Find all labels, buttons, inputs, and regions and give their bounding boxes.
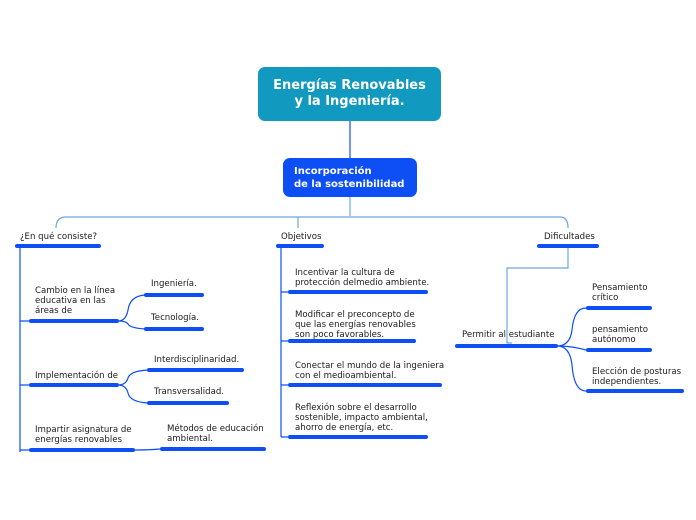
- branch-right-underline: [537, 244, 599, 248]
- left-item-1-child-1-underline: [144, 293, 204, 297]
- left-item-3-child-1-underline: [160, 447, 266, 451]
- root-topic-title: Energías Renovables y la Ingeniería.: [273, 78, 426, 109]
- left-item-1-child-2[interactable]: Tecnología.: [151, 313, 199, 323]
- branch-center-label[interactable]: Objetivos: [281, 232, 322, 242]
- connector-right-children: [556, 307, 587, 392]
- center-item-1[interactable]: Incentivar la cultura de protección delm…: [295, 268, 430, 288]
- right-grandchild-3[interactable]: Elección de posturas independientes.: [592, 367, 682, 387]
- branch-left-underline: [15, 244, 101, 248]
- connector-item3-children: [133, 448, 161, 451]
- left-item-3-label[interactable]: Impartir asignatura de energías renovabl…: [35, 425, 132, 445]
- center-item-2[interactable]: Modificar el preconcepto de que las ener…: [295, 310, 416, 340]
- left-item-2-child-2-underline: [147, 401, 229, 405]
- center-item-2-underline: [288, 339, 416, 343]
- connector-right-down: [506, 245, 569, 344]
- right-grandchild-3-underline: [586, 389, 684, 393]
- center-item-4[interactable]: Reflexión sobre el desarrollo sostenible…: [295, 403, 428, 433]
- connector-main-branches: [55, 197, 569, 229]
- center-item-4-underline: [288, 435, 428, 439]
- left-item-2-child-1-underline: [147, 368, 244, 372]
- left-item-1-underline: [29, 319, 119, 323]
- left-item-1-child-2-underline: [144, 327, 204, 331]
- root-topic[interactable]: Energías Renovables y la Ingeniería.: [258, 67, 441, 121]
- connector-item2-children: [117, 369, 149, 404]
- branch-right-label[interactable]: Dificultades: [544, 232, 595, 242]
- connector-left-items: [20, 320, 30, 451]
- branch-center-underline: [276, 244, 324, 248]
- left-item-3-child-1[interactable]: Métodos de educación ambiental.: [167, 424, 264, 444]
- left-item-2-label[interactable]: Implementación de: [35, 371, 119, 381]
- right-grandchild-2[interactable]: pensamiento autónomo: [592, 325, 649, 345]
- connector-center-items: [281, 291, 288, 438]
- left-item-2-underline: [29, 383, 119, 387]
- center-item-3-underline: [288, 383, 442, 387]
- left-item-1-child-1[interactable]: Ingeniería.: [151, 279, 197, 289]
- branch-left-label[interactable]: ¿En qué consiste?: [20, 232, 98, 242]
- left-item-1-label[interactable]: Cambio en la línea educativa en las área…: [35, 286, 116, 316]
- center-item-1-underline: [288, 290, 428, 294]
- left-item-2-child-2[interactable]: Transversalidad.: [154, 387, 225, 397]
- right-child-label[interactable]: Permitir al estudiante: [462, 330, 555, 340]
- left-item-3-underline: [29, 448, 135, 452]
- right-grandchild-1-underline: [586, 306, 652, 310]
- left-item-2-child-1[interactable]: Interdisciplinaridad.: [154, 355, 240, 365]
- right-grandchild-2-underline: [586, 348, 652, 352]
- main-topic[interactable]: Incorporación de la sostenibilidad: [283, 158, 417, 197]
- connector-item1-children: [117, 294, 146, 330]
- center-item-3[interactable]: Conectar el mundo de la ingeniera con el…: [295, 361, 445, 381]
- right-child-underline: [455, 344, 558, 348]
- right-grandchild-1[interactable]: Pensamiento crítico: [592, 283, 648, 303]
